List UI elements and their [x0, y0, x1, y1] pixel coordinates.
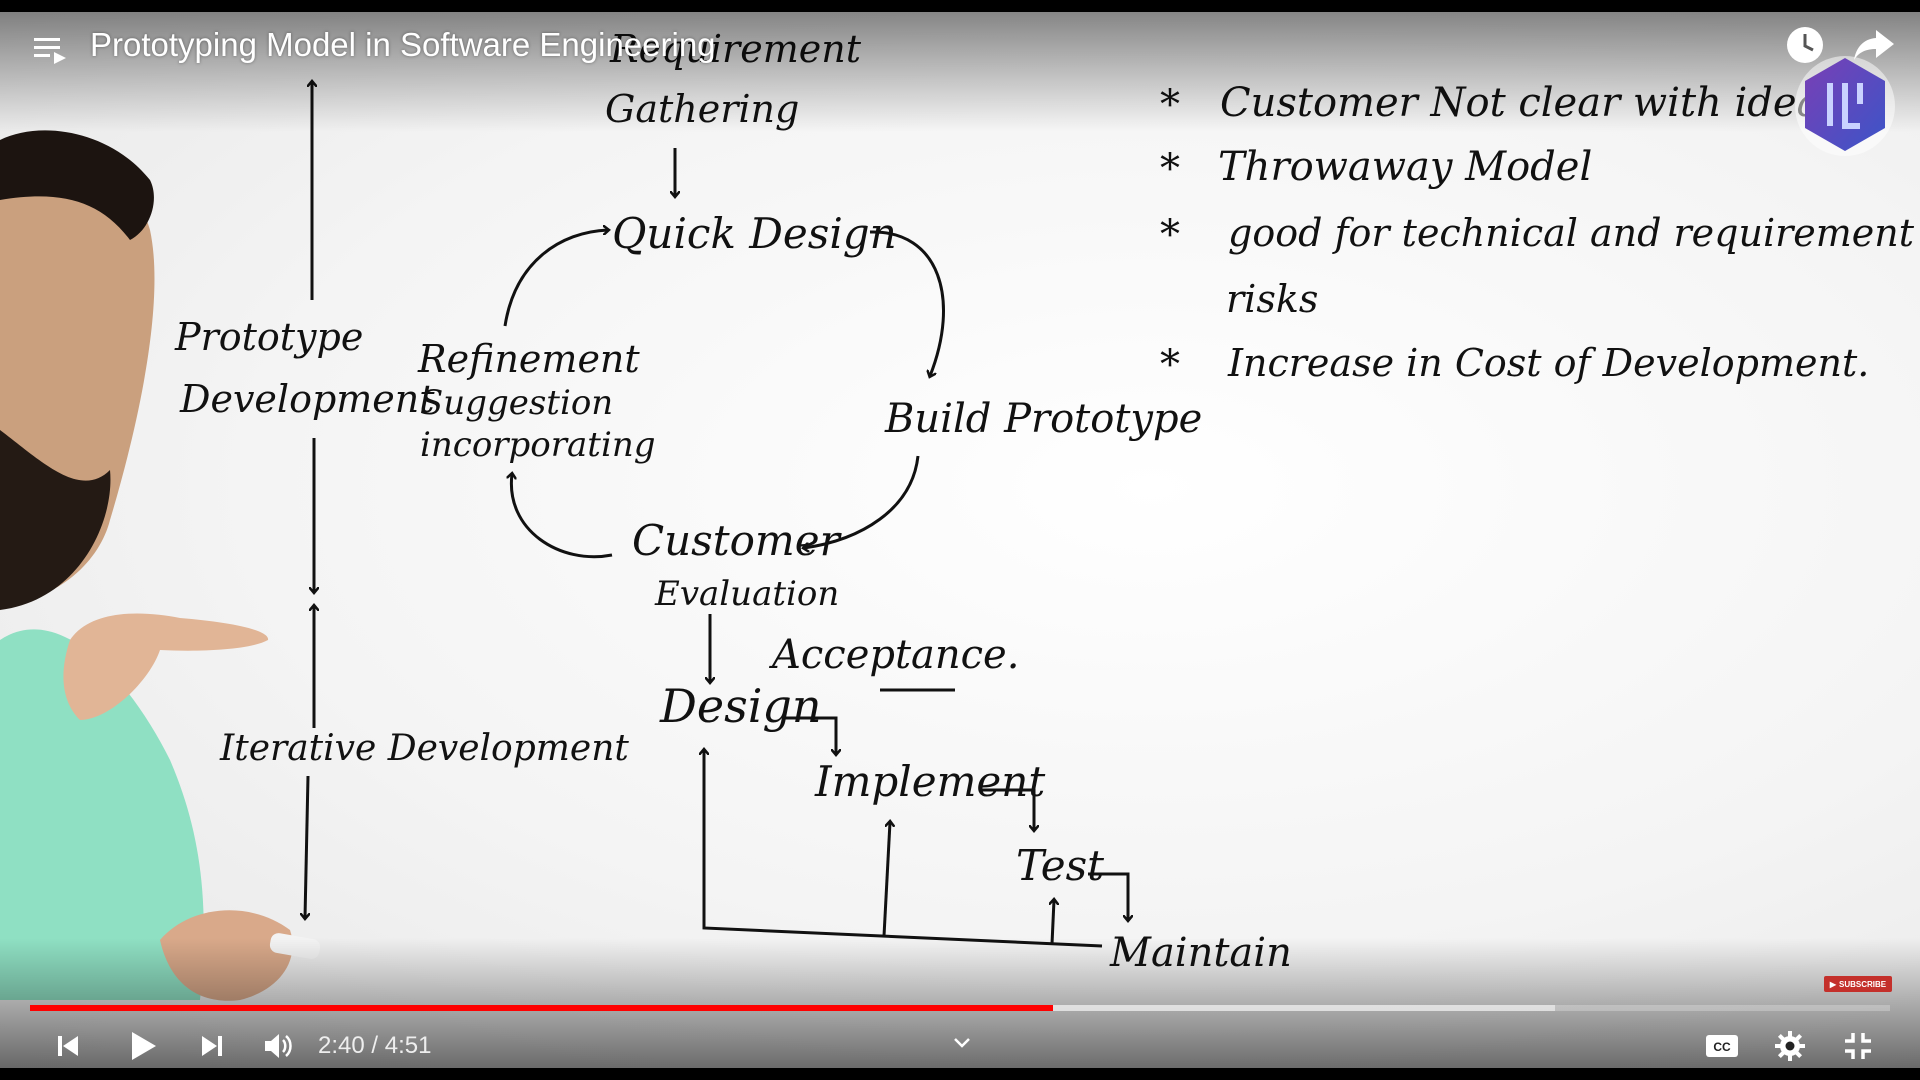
note-3b: risks	[1226, 277, 1318, 321]
duration: 4:51	[384, 1032, 432, 1059]
youtube-icon: ▶	[1829, 979, 1837, 989]
watch-later-button[interactable]	[1784, 24, 1826, 66]
settings-button[interactable]	[1768, 1026, 1812, 1066]
feedback-to-implement	[882, 822, 890, 937]
video-title[interactable]: Prototyping Model in Software Engineerin…	[90, 26, 716, 63]
label-acceptance: Acceptance.	[768, 632, 1019, 678]
note-4: Increase in Cost of Development.	[1227, 341, 1869, 385]
label-incorporating: incorporating	[420, 425, 656, 465]
channel-watermark[interactable]	[1790, 48, 1900, 158]
label-test: Test	[1016, 841, 1104, 890]
current-time: 2:40	[318, 1032, 365, 1059]
play-icon	[132, 1032, 156, 1060]
exit-fullscreen-icon	[1845, 1033, 1871, 1059]
playlist-button[interactable]	[28, 28, 72, 72]
letterbox-bottom	[0, 1068, 1920, 1080]
note-3a: good for technical and requirement	[1228, 211, 1915, 255]
presenter	[0, 130, 321, 1001]
label-requirement: Requirement	[609, 27, 862, 71]
settings-icon	[1775, 1031, 1805, 1061]
note-1: Customer Not clear with idea	[1220, 80, 1820, 126]
expand-more-button[interactable]	[944, 1028, 980, 1058]
feedback-to-test	[1052, 900, 1054, 945]
whiteboard: Prototype Development Iterative Developm…	[0, 27, 1915, 1001]
arrow-design-to-implement	[782, 716, 836, 754]
svg-text:CC: CC	[1713, 1040, 1731, 1054]
previous-button[interactable]	[48, 1026, 88, 1066]
volume-icon	[265, 1034, 292, 1058]
label-customer: Customer	[632, 516, 843, 565]
notes-list: * Customer Not clear with idea * Throwaw…	[1160, 80, 1915, 388]
note-2-bullet: *	[1160, 146, 1180, 192]
subscribe-button[interactable]: ▶ SUBSCRIBE	[1824, 976, 1892, 992]
label-implement: Implement	[814, 757, 1045, 806]
channel-logo-icon	[1795, 56, 1895, 156]
share-icon	[1854, 30, 1894, 60]
label-evaluation: Evaluation	[654, 574, 839, 614]
arrow-to-quick-design-loop	[503, 230, 608, 327]
captions-icon: CC	[1706, 1035, 1738, 1057]
label-quick-design: Quick Design	[612, 209, 897, 258]
time-display: 2:40 / 4:51	[318, 1032, 431, 1060]
label-suggestion: Suggestion	[420, 383, 613, 423]
arrow-iterative-down	[305, 775, 308, 918]
label-iterative-development: Iterative Development	[219, 728, 629, 769]
label-gathering: Gathering	[605, 87, 799, 131]
arrow-test-to-maintain	[1088, 872, 1128, 920]
watch-later-icon	[1787, 27, 1823, 63]
time-separator: /	[364, 1032, 385, 1059]
letterbox-top	[0, 0, 1920, 12]
label-development: Development	[179, 377, 435, 421]
progress-bar[interactable]	[30, 1005, 1890, 1011]
share-button[interactable]	[1850, 24, 1898, 66]
note-2: Throwaway Model	[1218, 144, 1592, 190]
label-design: Design	[659, 679, 822, 733]
arrow-to-build-prototype	[869, 230, 945, 376]
note-3-bullet: *	[1160, 212, 1180, 258]
previous-icon	[58, 1036, 78, 1056]
arrow-to-customer	[804, 455, 920, 548]
play-button[interactable]	[118, 1026, 166, 1066]
playlist-icon	[34, 38, 66, 64]
label-refinement: Refinement	[417, 337, 640, 381]
arrow-implement-to-test	[982, 788, 1034, 830]
video-frame[interactable]: Prototype Development Iterative Developm…	[0, 12, 1920, 1068]
arrow-to-refinement	[511, 474, 613, 559]
note-1-bullet: *	[1160, 82, 1180, 128]
label-build-prototype: Build Prototype	[884, 396, 1202, 442]
note-4-bullet: *	[1160, 342, 1180, 388]
chevron-down-icon	[954, 1038, 970, 1048]
progress-played	[30, 1005, 1053, 1011]
next-icon	[202, 1036, 222, 1056]
label-maintain: Maintain	[1109, 930, 1292, 976]
captions-button[interactable]: CC	[1700, 1026, 1744, 1066]
next-button[interactable]	[192, 1026, 232, 1066]
label-prototype: Prototype	[174, 315, 363, 359]
volume-button[interactable]	[258, 1026, 298, 1066]
exit-fullscreen-button[interactable]	[1836, 1026, 1880, 1066]
subscribe-label: SUBSCRIBE	[1839, 979, 1887, 989]
